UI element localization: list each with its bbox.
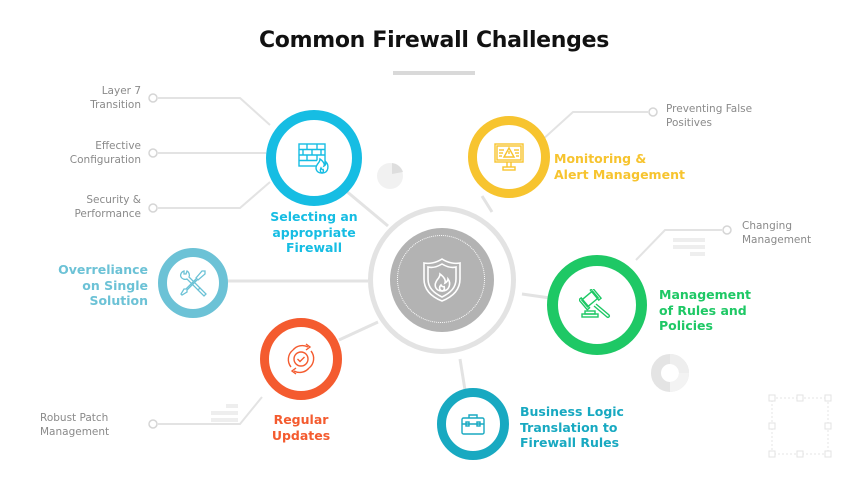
briefcase-icon (459, 411, 487, 437)
challenge-updates-ring[interactable] (260, 318, 342, 400)
challenge-business-ring[interactable] (437, 388, 509, 460)
monitor-alert-icon (493, 142, 525, 172)
challenge-overreliance-label: Overreliance on Single Solution (58, 262, 148, 308)
sub-item-security-performance: Security &Performance (74, 194, 141, 220)
challenge-selecting-label: Selecting an appropriate Firewall (270, 209, 358, 255)
title-underline (393, 71, 475, 75)
center-hub (368, 206, 516, 354)
challenge-monitoring-label: Monitoring & Alert Management (554, 151, 685, 182)
challenge-updates-label: Regular Updates (271, 412, 331, 443)
tools-icon (178, 268, 208, 298)
page-title: Common Firewall Challenges (258, 28, 610, 53)
challenge-management-ring[interactable] (547, 255, 647, 355)
firewall-brick-icon (297, 141, 331, 175)
challenge-business-label: Business Logic Translation to Firewall R… (520, 404, 624, 450)
update-check-icon (284, 342, 318, 376)
challenge-selecting-ring[interactable] (266, 110, 362, 206)
center-disc (390, 228, 494, 332)
challenge-overreliance-ring[interactable] (158, 248, 228, 318)
challenge-management-label: Management of Rules and Policies (659, 287, 752, 333)
challenge-monitoring-ring[interactable] (468, 116, 550, 198)
gavel-icon (579, 289, 615, 321)
